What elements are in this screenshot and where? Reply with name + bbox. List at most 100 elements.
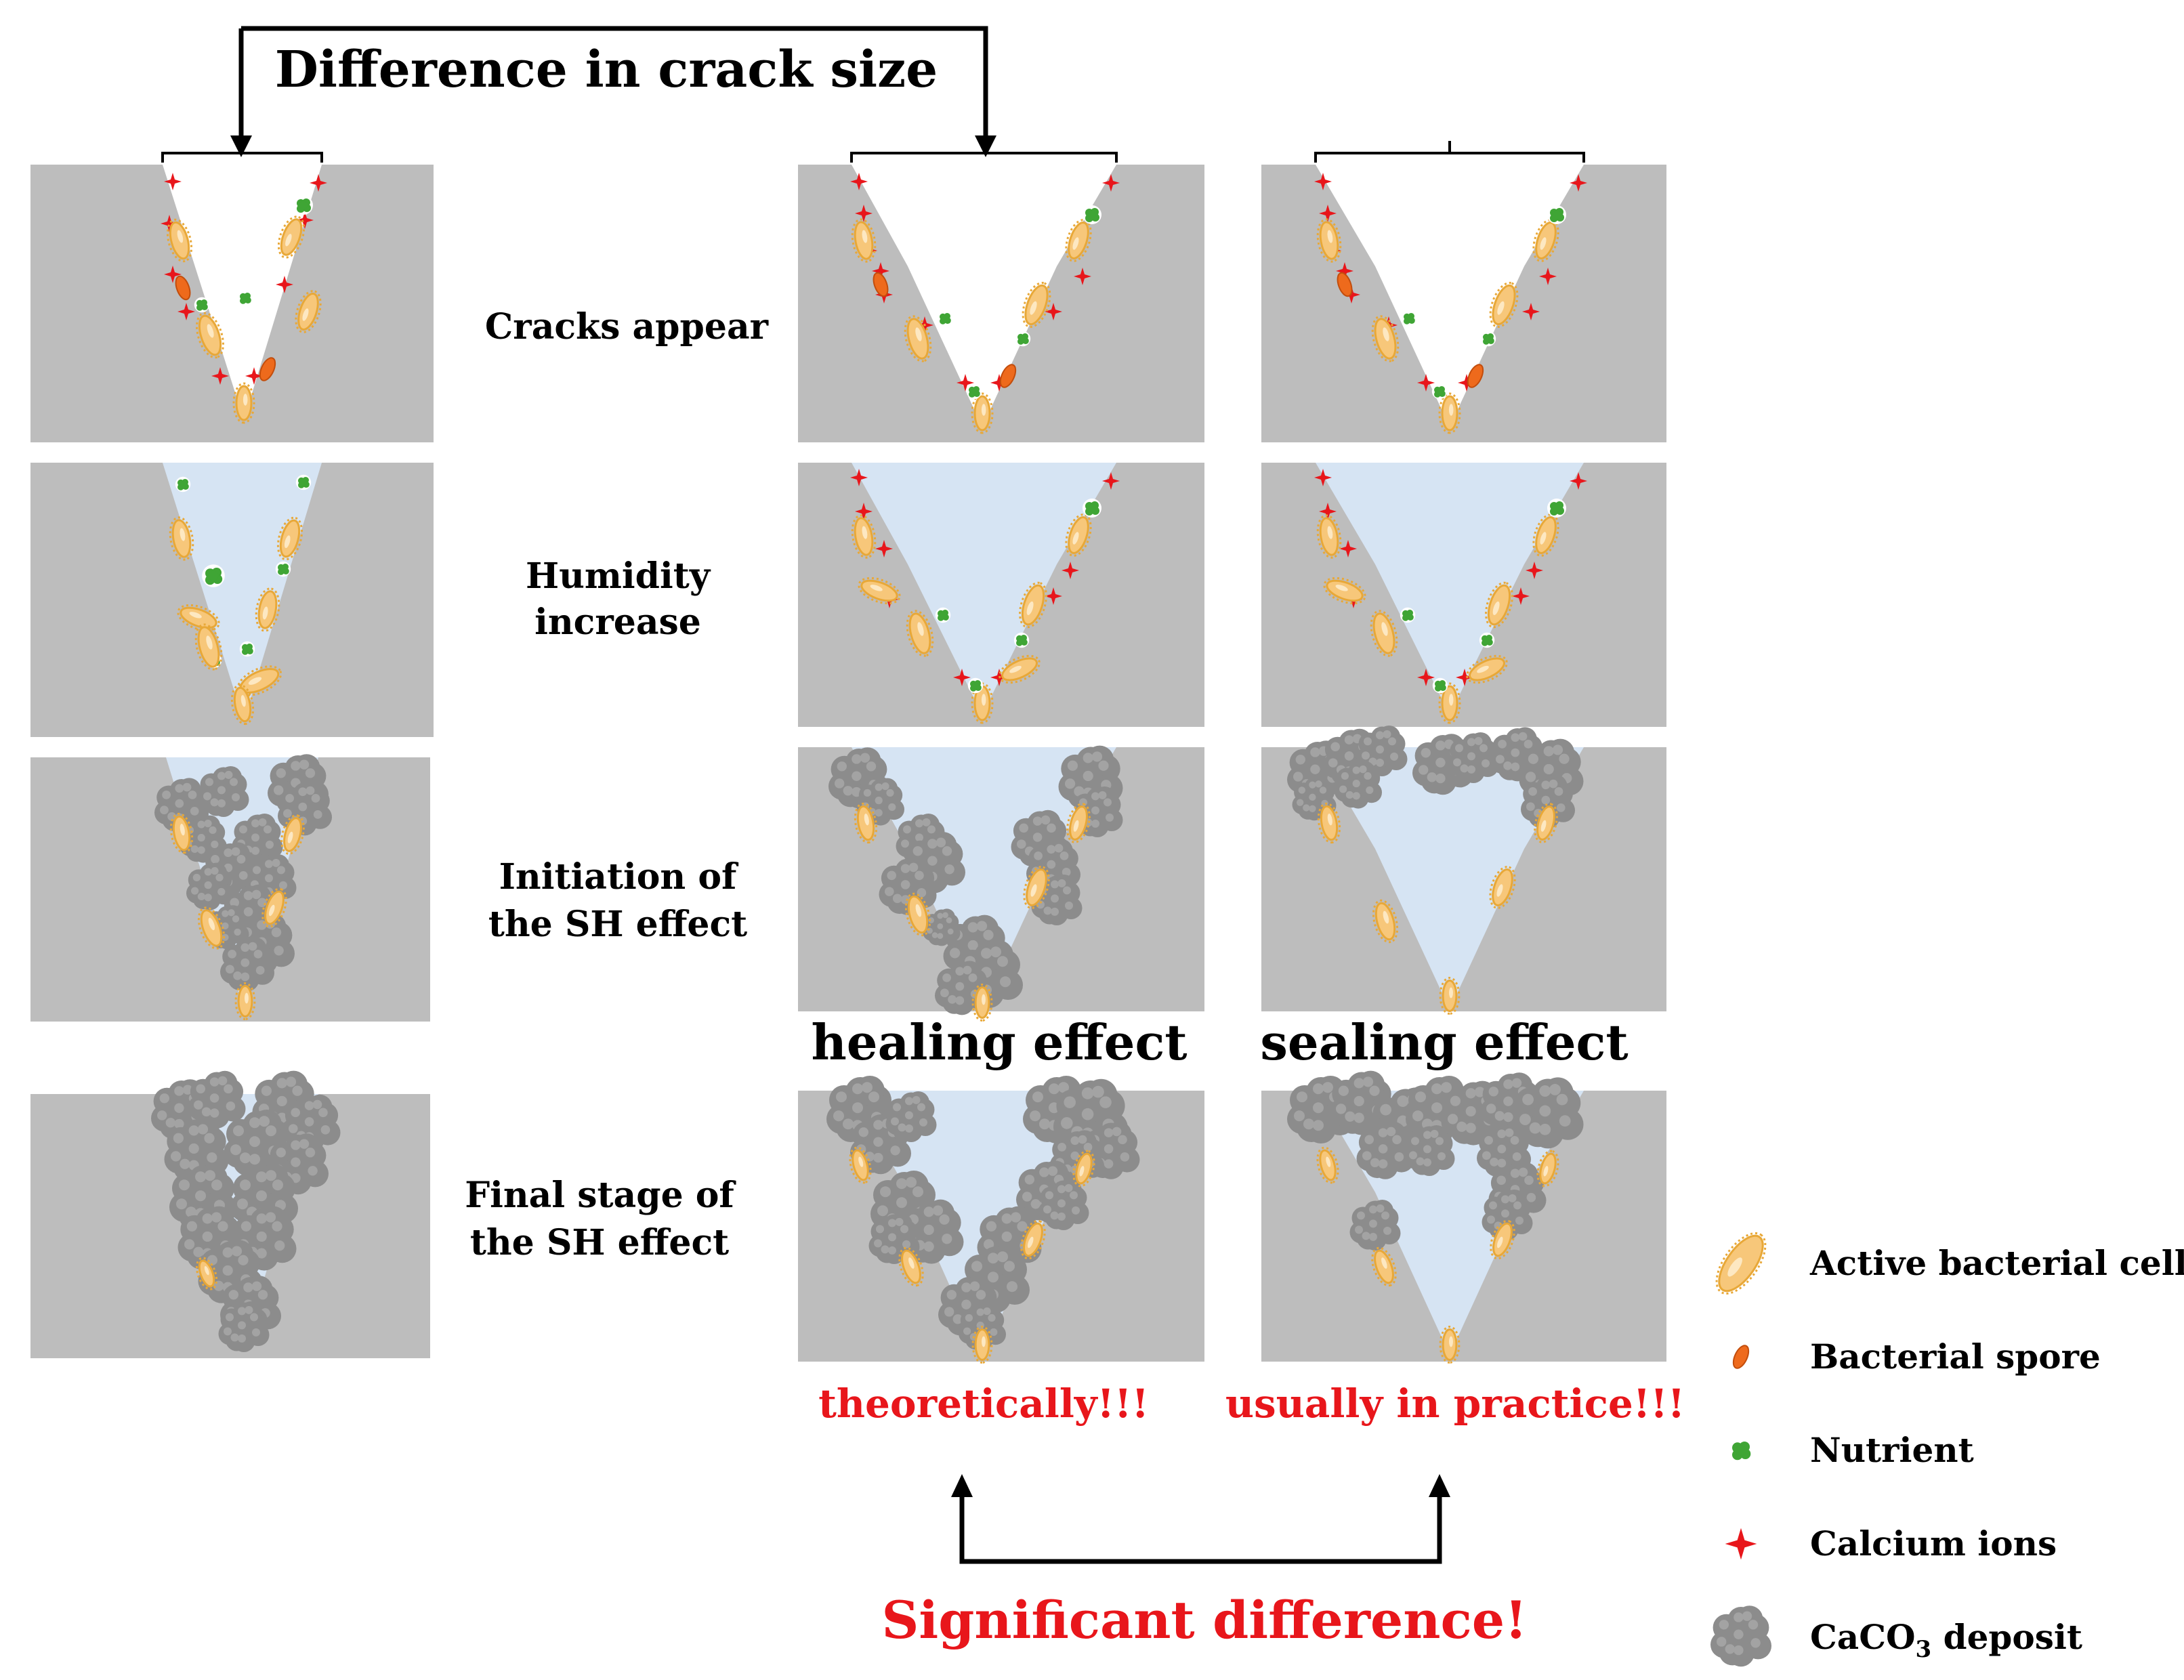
conclusion-label: Significant difference! [881,1590,1527,1650]
calcium-ion-icon [1045,587,1062,605]
nutrient-icon [239,641,255,657]
calcium-ion-icon [953,669,971,686]
panel-seal-humidity [1261,463,1666,727]
calcium-ion-icon [296,211,314,229]
calcium-ion-icon [1314,173,1332,190]
healing-effect-label: healing effect [811,1013,1187,1071]
calcium-ion-icon [1102,472,1120,490]
bacterial-cell-icon [276,516,303,561]
calcium-ion-icon [850,173,868,190]
bacterial-cell-icon [195,1257,218,1290]
calcium-ion-icon [164,173,182,190]
bacterial-cell-icon [1534,803,1558,843]
panel-wide-cracks-appear [798,165,1204,442]
calcium-ion-icon [1725,1528,1757,1560]
nutrient-icon [295,474,312,490]
bacterial-cell-icon [1317,802,1341,844]
nutrient-icon [1401,310,1417,327]
stage-label-humidity-line1: Humidity [526,555,711,597]
panel-narrow-cracks-appear [30,165,434,442]
crack-panels [30,165,1666,1364]
stage-label-initiation-line1: Initiation of [499,856,739,898]
panel-seal-initiation [1261,726,1666,1015]
calcium-ion-icon [990,374,1008,392]
legend-label: Nutrient [1810,1430,1974,1470]
calcium-ion-icon [164,266,182,283]
stage-label-final-line1: Final stage of [465,1175,736,1216]
nutrient-icon [1400,607,1416,623]
nutrient-icon [275,561,291,577]
calcium-ion-icon [1526,562,1543,579]
bacterial-cell-icon [197,906,226,950]
calcium-ion-icon [957,374,974,392]
calcium-ion-icon [850,469,868,486]
caco3-deposit-icon [1710,1605,1771,1667]
legend-item: CaCO3 deposit [1710,1605,2082,1667]
bacterial-cell-icon [1066,803,1091,843]
legend-item: Calcium ions [1725,1524,2057,1563]
bacterial-cell-icon [1439,1326,1461,1364]
bacterial-cell-icon [261,887,287,928]
caco3-deposit-icon [198,766,249,817]
legend-item: Active bacterial cell [1715,1232,2184,1295]
calcium-ion-icon [1319,503,1337,520]
caco3-deposit-icon [186,862,234,910]
calcium-ion-icon [1417,374,1435,392]
calcium-ion-icon [1074,268,1091,285]
spore-icon [175,275,191,301]
nutrient-icon [294,196,313,215]
bacterial-cell-icon [1020,1219,1046,1260]
legend-label-subscript: 3 [1916,1636,1932,1663]
bacterial-cell-icon [971,392,994,434]
nutrient-icon [937,310,953,327]
stage-label-initiation-line2: the SH effect [488,904,747,945]
nutrient-icon [967,677,984,694]
spore-icon [873,272,889,297]
calcium-ion-icon [1314,469,1332,486]
panel-wide-initiation [798,745,1204,1022]
significant-difference-arrow [951,1474,1450,1564]
stage-label-humidity-line2: increase [534,602,701,643]
bacterial-cell-icon [904,315,932,362]
nutrient-icon [1015,331,1031,347]
legend-label: Calcium ions [1810,1524,2057,1563]
stage-label-final-line2: the SH effect [470,1222,729,1263]
nutrient-icon [1479,632,1495,648]
bacterial-cell-icon [1370,610,1398,657]
practical-outcome-label: usually in practice!!! [1225,1381,1685,1427]
bacterial-cell-icon [1438,392,1461,434]
nutrient-icon [1083,499,1101,518]
bacterial-cell-icon [169,516,194,561]
caco3-deposit-icon [899,1199,964,1264]
spore-icon [1337,272,1353,297]
bacterial-cell-icon [169,812,194,854]
calcium-ion-icon [1522,303,1540,320]
bacterial-cell-icon [1438,682,1461,724]
sealing-effect-label: sealing effect [1260,1013,1628,1071]
panel-seal-final [1261,1070,1666,1364]
legend-label: Active bacterial cell [1809,1243,2184,1283]
calcium-ion-icon [1417,669,1435,686]
spore-icon [1732,1345,1750,1369]
calcium-ion-icon [855,503,873,520]
caco3-deposit-icon [885,1091,937,1142]
panel-narrow-final [30,1070,430,1358]
caco3-deposit-icon [1404,1125,1455,1176]
nutrient-icon [202,564,225,587]
calcium-ion-icon [1570,174,1587,192]
legend-item: Nutrient [1728,1430,1974,1470]
caco3-deposit-icon [868,1213,920,1264]
nutrient-icon [1728,1437,1754,1463]
calcium-ion-icon [1102,174,1120,192]
bacterial-cell-icon [232,382,255,424]
caco3-deposit-icon [1058,745,1123,810]
calcium-ion-icon [310,174,327,192]
calcium-ion-icon [855,205,873,222]
spore-icon [259,357,276,381]
bacterial-cell-icon [851,218,877,263]
calcium-ion-icon [1539,268,1557,285]
calcium-ion-icon [245,367,263,385]
nutrient-icon [1083,205,1101,224]
bacterial-cell-icon [971,984,993,1022]
